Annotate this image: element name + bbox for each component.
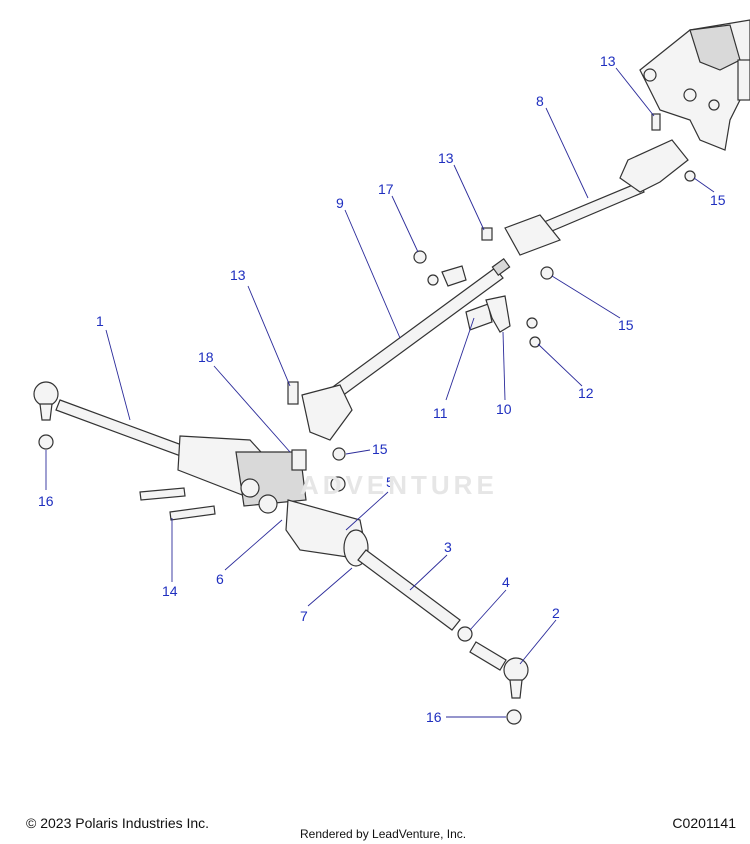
callout-15: 15 bbox=[710, 192, 726, 208]
tie-rod-end-2 bbox=[469, 641, 529, 699]
rack-shaft-3 bbox=[357, 549, 461, 631]
callout-15: 15 bbox=[372, 441, 388, 457]
rendered-by-text: Rendered by LeadVenture, Inc. bbox=[300, 827, 467, 841]
callout-13: 13 bbox=[600, 53, 616, 69]
leader-lines bbox=[45, 67, 715, 718]
bolts-12 bbox=[526, 317, 541, 348]
bolt-13-middle bbox=[481, 227, 493, 241]
nut-15-middle bbox=[540, 266, 554, 280]
steering-shaft-9 bbox=[301, 258, 511, 441]
callout-18: 18 bbox=[198, 349, 214, 365]
callout-12: 12 bbox=[578, 385, 594, 401]
callout-14: 14 bbox=[162, 583, 178, 599]
nut-16-left bbox=[38, 434, 54, 450]
callout-13: 13 bbox=[438, 150, 454, 166]
intermediate-shaft-8 bbox=[504, 139, 696, 256]
callout-17: 17 bbox=[378, 181, 394, 197]
nut-15-lower bbox=[330, 447, 346, 492]
callout-7: 7 bbox=[300, 608, 308, 624]
steering-rack-housing bbox=[177, 435, 369, 567]
callout-16: 16 bbox=[426, 709, 442, 725]
steering-column-bracket bbox=[639, 19, 750, 151]
callout-1: 1 bbox=[96, 313, 104, 329]
callout-11: 11 bbox=[433, 405, 448, 421]
callout-5: 5 bbox=[386, 474, 394, 490]
nut-16-bottom bbox=[506, 709, 522, 725]
copyright-text: © 2023 Polaris Industries Inc. bbox=[26, 815, 210, 831]
callout-2: 2 bbox=[552, 605, 560, 621]
callout-6: 6 bbox=[216, 571, 224, 587]
nut-17 bbox=[413, 250, 467, 287]
callout-13: 13 bbox=[230, 267, 246, 283]
tie-rod-1 bbox=[33, 381, 191, 459]
callout-15: 15 bbox=[618, 317, 634, 333]
bolt-13-lower bbox=[287, 381, 299, 405]
bolt-13-top bbox=[651, 113, 661, 131]
jam-nut-4 bbox=[457, 626, 473, 642]
figure-code: C0201141 bbox=[672, 815, 736, 831]
callout-labels: 13 8 15 13 17 9 15 13 1 18 11 10 12 15 1… bbox=[38, 53, 726, 725]
callout-8: 8 bbox=[536, 93, 544, 109]
bolts-14 bbox=[139, 487, 216, 521]
bracket-10 bbox=[485, 295, 511, 333]
callout-3: 3 bbox=[444, 539, 452, 555]
callout-16: 16 bbox=[38, 493, 54, 509]
callout-9: 9 bbox=[336, 195, 344, 211]
watermark: ADVENTURE bbox=[300, 470, 498, 500]
callout-4: 4 bbox=[502, 574, 510, 590]
callout-10: 10 bbox=[496, 401, 512, 417]
